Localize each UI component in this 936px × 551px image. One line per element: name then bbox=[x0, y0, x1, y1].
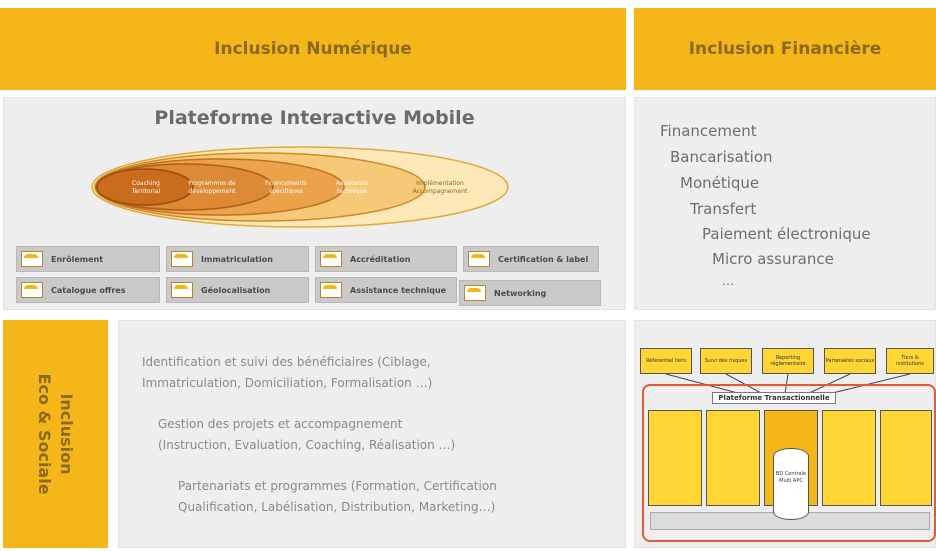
finance-item: Paiement électronique bbox=[702, 225, 871, 243]
tag-certification-label[interactable]: Certification & label bbox=[463, 246, 599, 272]
social-vertical-label: Inclusion Eco & Sociale bbox=[3, 320, 108, 548]
ellipse-label-assistance: Assistance bbox=[336, 180, 368, 187]
tag-label: Enrôlement bbox=[51, 254, 104, 264]
tx-module bbox=[706, 410, 760, 506]
social-paragraph-3: Partenariats et programmes (Formation, C… bbox=[178, 476, 497, 518]
tx-module bbox=[822, 410, 876, 506]
social-paragraph-2: Gestion des projets et accompagnement (I… bbox=[158, 414, 455, 456]
app-icon bbox=[21, 251, 43, 267]
social-panel bbox=[118, 320, 626, 548]
ellipse-label-coaching-2: Territorial bbox=[131, 188, 161, 195]
tag-label: Immatriculation bbox=[201, 254, 273, 264]
app-icon bbox=[320, 251, 342, 267]
finance-item: … bbox=[722, 274, 734, 288]
tag-label: Accréditation bbox=[350, 254, 411, 264]
ellipse-coaching bbox=[96, 168, 194, 206]
tx-top-box: Tiers & institutions bbox=[886, 348, 934, 374]
tag-geolocalisation[interactable]: Géolocalisation bbox=[166, 277, 309, 303]
finance-panel bbox=[634, 97, 936, 310]
tag-label: Catalogue offres bbox=[51, 285, 126, 295]
ellipse-label-assistance-2: technique bbox=[337, 188, 367, 195]
tx-platform-frame bbox=[642, 384, 936, 542]
finance-item: Bancarisation bbox=[670, 148, 773, 166]
finance-item: Transfert bbox=[690, 200, 757, 218]
app-icon bbox=[468, 251, 490, 267]
social-paragraph-1: Identification et suivi des bénéficiaire… bbox=[142, 352, 432, 394]
tag-label: Certification & label bbox=[498, 254, 589, 264]
tx-center-label: BD Centrale Multi APC bbox=[775, 471, 807, 484]
finance-item: Monétique bbox=[680, 174, 760, 192]
app-icon bbox=[21, 282, 43, 298]
ellipse-label-programmes-2: développement bbox=[188, 188, 236, 195]
social-label-line2: Eco & Sociale bbox=[35, 373, 54, 495]
tx-module bbox=[648, 410, 702, 506]
tx-top-box: Référentiel tiers bbox=[640, 348, 692, 374]
social-p2-line1: Gestion des projets et accompagnement bbox=[158, 417, 403, 431]
finance-item: Financement bbox=[660, 122, 757, 140]
social-p3-line2: Qualification, Labélisation, Distributio… bbox=[178, 500, 496, 514]
tag-catalogue-offres[interactable]: Catalogue offres bbox=[16, 277, 160, 303]
tag-accreditation[interactable]: Accréditation bbox=[315, 246, 457, 272]
header-inclusion-numerique: Inclusion Numérique bbox=[0, 8, 626, 90]
tag-immatriculation[interactable]: Immatriculation bbox=[166, 246, 309, 272]
tx-platform-title: Plateforme Transactionnelle bbox=[712, 392, 836, 404]
finance-item: Micro assurance bbox=[712, 250, 834, 268]
social-p1-line1: Identification et suivi des bénéficiaire… bbox=[142, 355, 431, 369]
tx-top-box: Reporting réglementaire bbox=[762, 348, 814, 374]
tag-assistance-technique[interactable]: Assistance technique bbox=[315, 277, 457, 303]
tag-label: Networking bbox=[494, 288, 547, 298]
tx-top-box: Suivi des risques bbox=[700, 348, 752, 374]
ellipse-label-implementation-2: Accompagnement bbox=[413, 188, 468, 195]
app-icon bbox=[320, 282, 342, 298]
header-inclusion-numerique-label: Inclusion Numérique bbox=[214, 39, 412, 59]
ellipse-label-financements-2: spécifiques bbox=[269, 188, 303, 195]
social-p2-line2: (Instruction, Evaluation, Coaching, Réal… bbox=[158, 438, 456, 452]
platform-ellipses-diagram: Coaching Territorial Programmes de dével… bbox=[91, 146, 509, 228]
app-icon bbox=[171, 251, 193, 267]
app-icon bbox=[464, 285, 486, 301]
app-icon bbox=[171, 282, 193, 298]
social-vertical-text: Inclusion Eco & Sociale bbox=[33, 373, 77, 494]
ellipse-label-coaching: Coaching bbox=[132, 180, 160, 187]
ellipse-label-programmes: Programmes de bbox=[188, 180, 236, 187]
social-label-line1: Inclusion bbox=[57, 393, 76, 475]
tx-module bbox=[880, 410, 932, 506]
header-inclusion-financiere-label: Inclusion Financière bbox=[688, 39, 882, 59]
social-p3-line1: Partenariats et programmes (Formation, C… bbox=[178, 479, 497, 493]
social-p1-line2: Immatriculation, Domiciliation, Formalis… bbox=[142, 376, 433, 390]
tag-label: Assistance technique bbox=[350, 285, 447, 295]
social-tab bbox=[3, 320, 108, 548]
tag-networking[interactable]: Networking bbox=[459, 280, 601, 306]
tag-label: Géolocalisation bbox=[201, 285, 271, 295]
tx-top-box: Partenaires sociaux bbox=[824, 348, 876, 374]
tag-enrolement[interactable]: Enrôlement bbox=[16, 246, 160, 272]
platform-title: Plateforme Interactive Mobile bbox=[154, 107, 475, 129]
ellipse-label-implementation: Implémentation bbox=[416, 180, 464, 187]
header-inclusion-financiere: Inclusion Financière bbox=[634, 8, 936, 90]
database-icon: BD Centrale Multi APC bbox=[773, 448, 809, 520]
ellipse-label-financements: Financements bbox=[265, 180, 307, 187]
